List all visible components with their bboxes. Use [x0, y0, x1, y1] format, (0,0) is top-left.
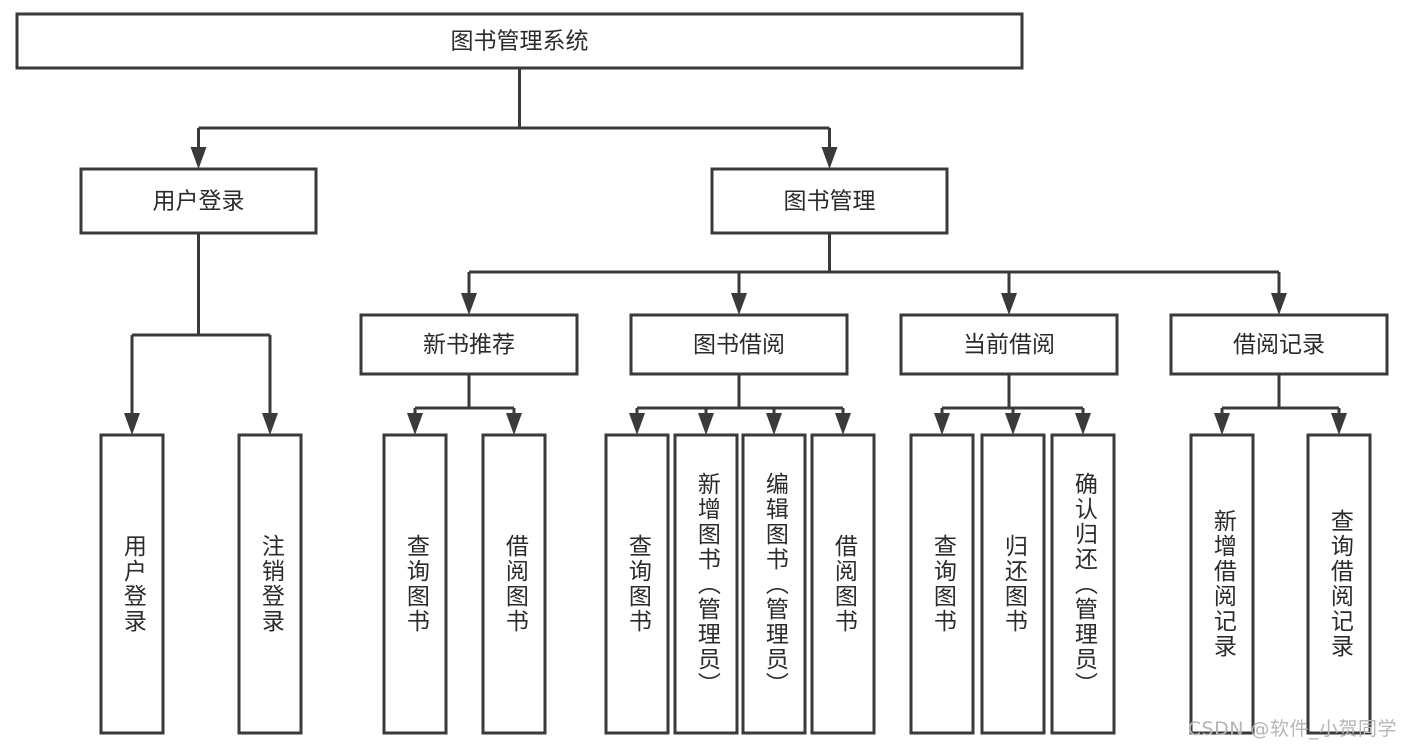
node-box-leaf-user-login[interactable]: [99, 433, 165, 735]
arrow-head-icon: [1075, 413, 1091, 435]
node-box-layer: [15, 12, 1389, 735]
node-box-leaf-query-record[interactable]: [1306, 433, 1372, 735]
node-box-leaf-edit-book[interactable]: [741, 433, 807, 735]
node-label-book-management: 图书管理: [784, 189, 876, 215]
arrow-head-icon: [1214, 413, 1230, 435]
node-box-leaf-confirm-return[interactable]: [1050, 433, 1116, 735]
node-box-leaf-query-book-rec[interactable]: [382, 433, 448, 735]
arrow-head-icon: [190, 147, 207, 169]
connector-layer: [124, 68, 1347, 435]
node-label-root: 图书管理系统: [451, 29, 589, 55]
arrow-head-icon: [1005, 413, 1021, 435]
node-label-new-book-recommend: 新书推荐: [423, 332, 515, 358]
arrow-head-icon: [1001, 293, 1017, 315]
arrow-head-icon: [629, 413, 645, 435]
node-label-current-borrow: 当前借阅: [963, 332, 1055, 358]
node-label-book-borrow: 图书借阅: [693, 332, 785, 358]
node-label-user-login: 用户登录: [153, 189, 245, 215]
node-box-leaf-add-record[interactable]: [1189, 433, 1255, 735]
node-box-book-management[interactable]: [710, 167, 949, 235]
node-box-leaf-query-book-current[interactable]: [909, 433, 975, 735]
arrow-head-icon: [698, 413, 714, 435]
arrow-head-icon: [461, 293, 477, 315]
node-box-leaf-borrow-book-rec[interactable]: [481, 433, 547, 735]
node-label-borrow-record: 借阅记录: [1233, 332, 1325, 358]
arrow-head-icon: [835, 413, 851, 435]
node-box-new-book-recommend[interactable]: [359, 313, 579, 376]
arrow-head-icon: [407, 413, 423, 435]
watermark: CSDN @软件_小贺同学: [1187, 718, 1397, 740]
node-box-leaf-add-book[interactable]: [673, 433, 739, 735]
node-box-user-login[interactable]: [79, 167, 318, 235]
node-box-leaf-query-book-borrow[interactable]: [604, 433, 670, 735]
node-box-leaf-borrow-book[interactable]: [810, 433, 876, 735]
node-box-leaf-return-book[interactable]: [980, 433, 1046, 735]
node-box-leaf-logout[interactable]: [237, 433, 303, 735]
node-box-current-borrow[interactable]: [899, 313, 1119, 376]
arrow-head-icon: [766, 413, 782, 435]
arrow-head-icon: [821, 147, 838, 169]
arrow-head-icon: [506, 413, 522, 435]
node-box-root[interactable]: [15, 12, 1024, 70]
node-box-book-borrow[interactable]: [629, 313, 849, 376]
arrow-head-icon: [1271, 293, 1287, 315]
node-box-borrow-record[interactable]: [1169, 313, 1389, 376]
arrow-head-icon: [731, 293, 747, 315]
arrow-head-icon: [934, 413, 950, 435]
arrow-head-icon: [124, 413, 140, 435]
arrow-head-icon: [1331, 413, 1347, 435]
arrow-head-icon: [262, 413, 278, 435]
